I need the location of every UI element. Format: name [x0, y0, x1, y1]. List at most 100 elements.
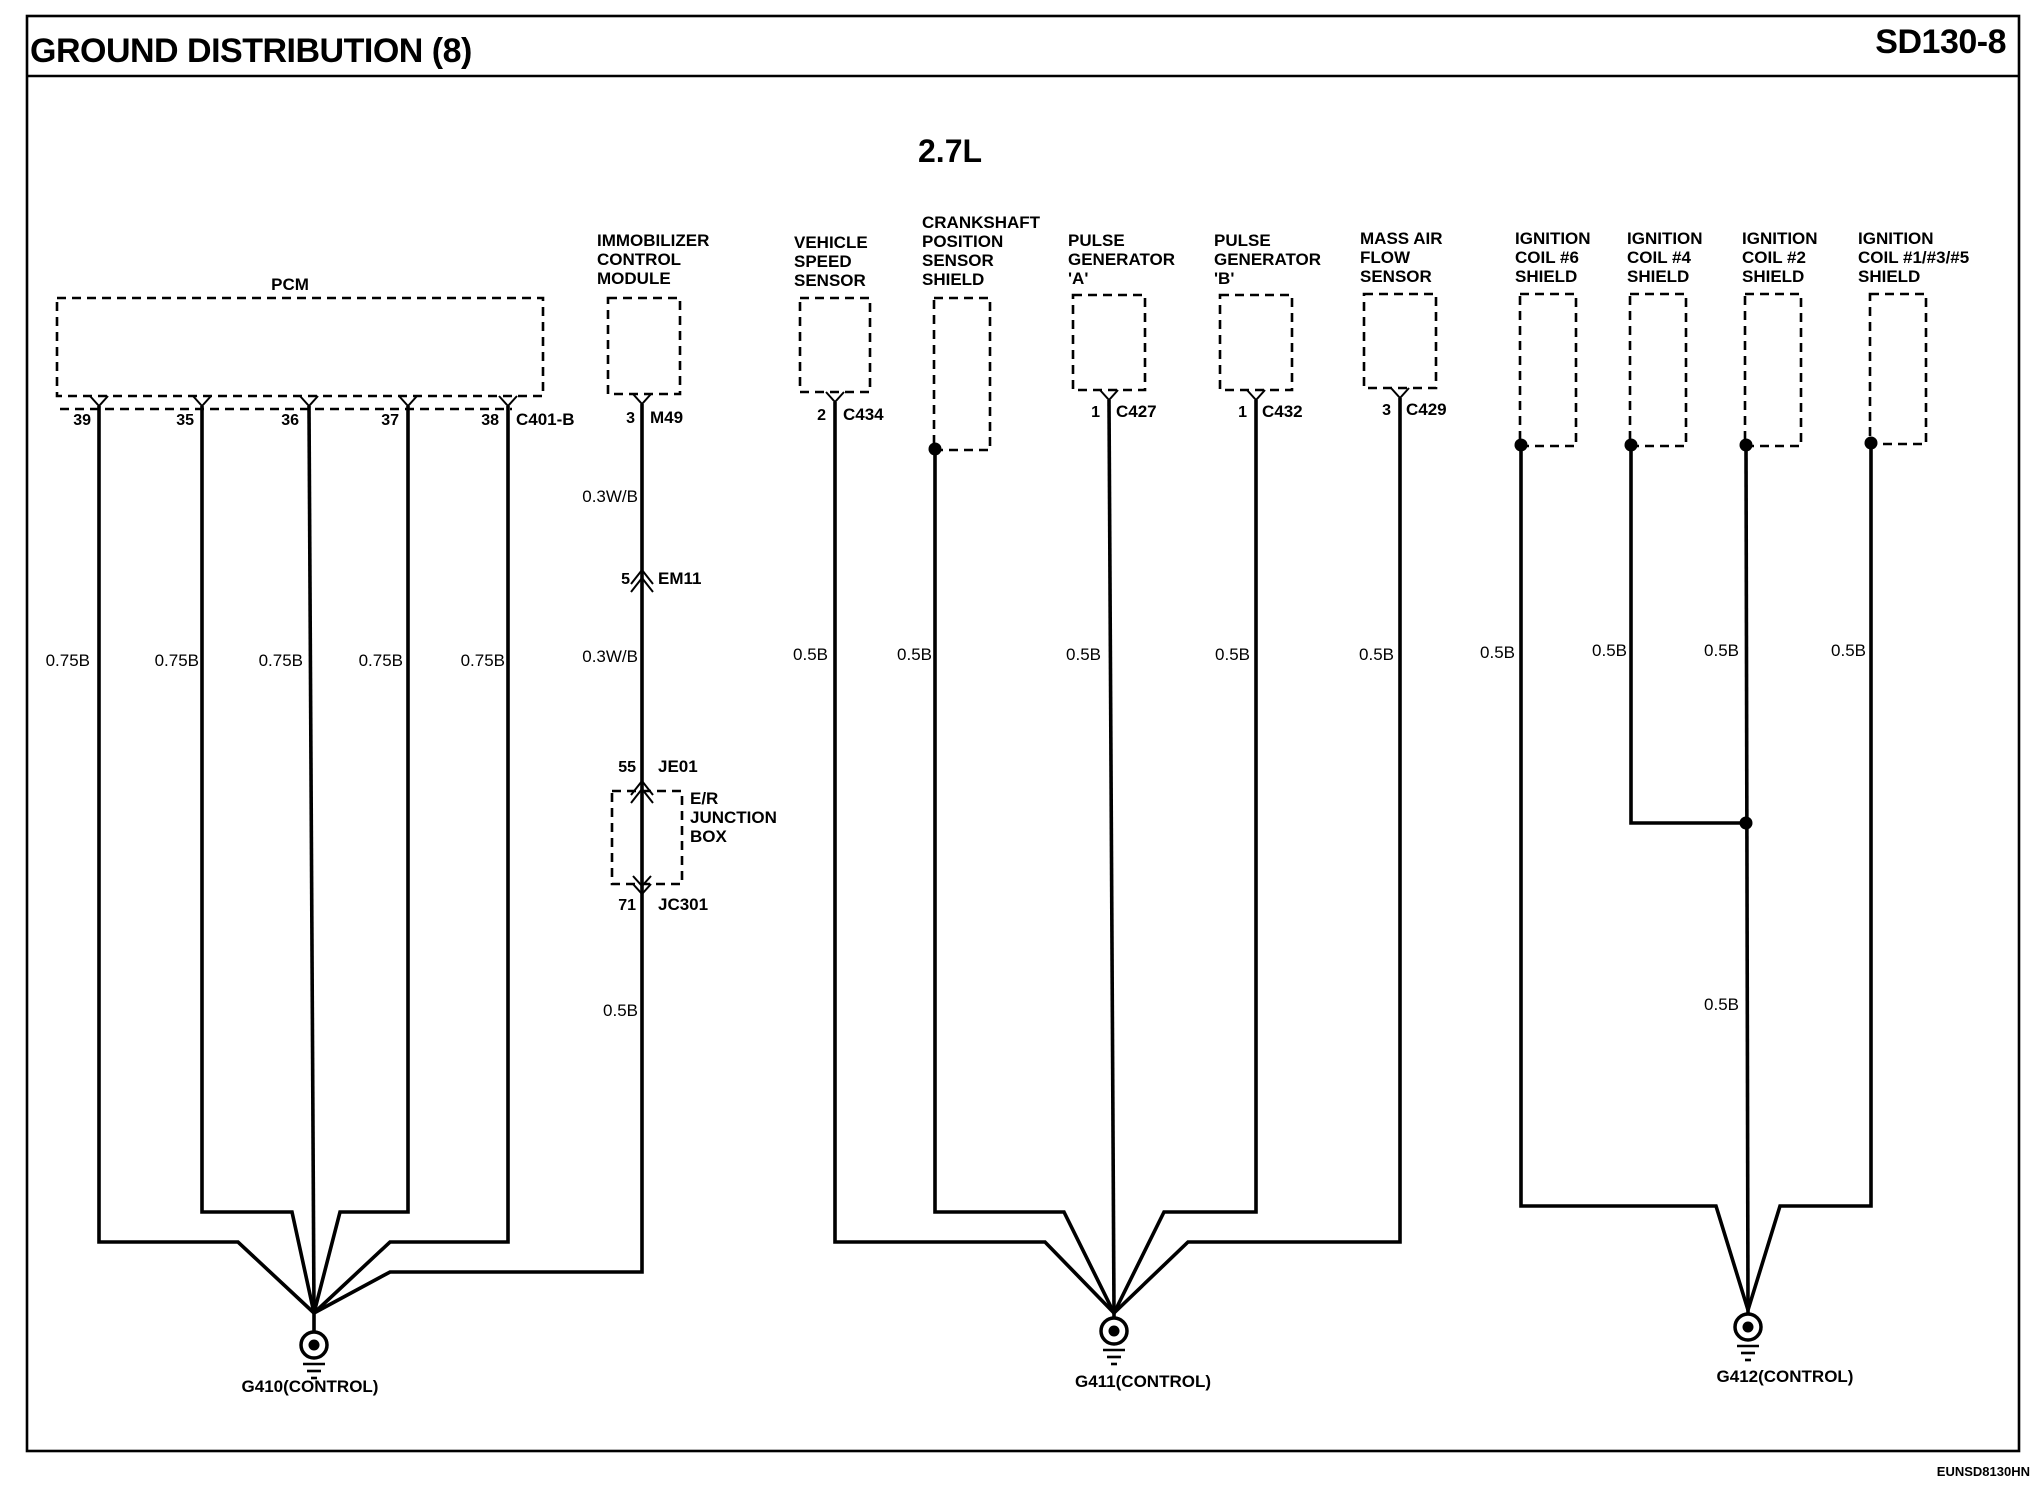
c434-pin: 2 — [817, 407, 826, 424]
vss-box — [798, 296, 872, 394]
c429-pin: 3 — [1382, 402, 1391, 419]
pga-box — [1071, 293, 1147, 392]
maf-box — [1362, 292, 1438, 390]
pcm-pin-37: 37 — [381, 412, 399, 429]
c429-connector-label: C429 — [1406, 400, 1447, 419]
ckp-wire — [933, 449, 1116, 1314]
maf-wire-label: 0.5B — [1359, 645, 1394, 664]
pcm-pin-36: 36 — [281, 412, 299, 429]
coil135-wire — [1746, 443, 1873, 1311]
je01-pin: 55 — [618, 759, 636, 776]
jc301-connector-icon — [632, 875, 652, 896]
immobilizer-wire — [313, 404, 644, 1315]
engine-variant-label: 2.7L — [918, 133, 982, 169]
pcm-box — [55, 296, 545, 398]
coil2-wire — [1744, 444, 1750, 1311]
junction-box — [610, 789, 684, 886]
pcm-wire-38 — [312, 406, 510, 1315]
g412-ground-label: G412(CONTROL) — [1717, 1367, 1854, 1386]
g412-ground-icon — [1733, 1306, 1763, 1362]
em11-connector-label: EM11 — [658, 569, 701, 588]
coil4-wire-label: 0.5B — [1592, 641, 1627, 660]
c401b-connector-label: C401-B — [516, 410, 575, 429]
g412-trunk-wire-label: 0.5B — [1704, 995, 1739, 1014]
pcm-wire-36 — [307, 405, 316, 1314]
ckp-shield-box — [932, 296, 992, 452]
ckp-wire-label: 0.5B — [897, 645, 932, 664]
imm-wire-upper-label: 0.3W/B — [582, 487, 638, 506]
g411-ground-icon — [1099, 1313, 1129, 1366]
pgb-box — [1218, 293, 1294, 392]
c432-pin: 1 — [1238, 404, 1247, 421]
imm-wire-mid-label: 0.3W/B — [582, 647, 638, 666]
pcm-wire-39 — [97, 406, 316, 1315]
jc301-pin: 71 — [618, 897, 636, 914]
vss-wire-label: 0.5B — [793, 645, 828, 664]
m49-pin: 3 — [626, 410, 635, 427]
m49-pin-icon — [632, 393, 652, 406]
pgb-wire — [1112, 400, 1258, 1314]
g410-ground-label: G410(CONTROL) — [242, 1377, 379, 1396]
coil2-shield-box — [1743, 292, 1803, 448]
c432-pin-icon — [1246, 389, 1266, 402]
coil135-shield-box — [1868, 292, 1928, 446]
pcm-pin-38: 38 — [481, 412, 499, 429]
pcm-label: PCM — [271, 275, 309, 294]
c427-pin: 1 — [1091, 404, 1100, 421]
jc301-connector-label: JC301 — [658, 895, 708, 914]
pcm-wire-35-label: 0.75B — [155, 651, 199, 670]
pga-wire-label: 0.5B — [1066, 645, 1101, 664]
coil2-wire-label: 0.5B — [1704, 641, 1739, 660]
g411-ground-label: G411(CONTROL) — [1075, 1372, 1211, 1391]
pcm-connector-pins — [89, 395, 518, 408]
coil4-wire — [1629, 445, 1745, 825]
c434-connector-label: C434 — [843, 405, 884, 424]
pcm-wire-37-label: 0.75B — [359, 651, 403, 670]
pcm-wire-39-label: 0.75B — [46, 651, 90, 670]
c429-pin-icon — [1390, 387, 1410, 400]
maf-wire — [1112, 398, 1402, 1315]
immobilizer-box — [606, 296, 682, 396]
je01-connector-label: JE01 — [658, 757, 698, 776]
pcm-wire-38-label: 0.75B — [461, 651, 505, 670]
m49-connector-label: M49 — [650, 408, 683, 427]
coil135-wire-label: 0.5B — [1831, 641, 1866, 660]
coil6-wire-label: 0.5B — [1480, 643, 1515, 662]
em11-connector-icon — [630, 568, 654, 593]
c427-pin-icon — [1099, 389, 1119, 402]
coil-join-splice-dot — [1739, 816, 1753, 830]
g410-ground-icon — [299, 1313, 329, 1380]
coil6-wire — [1519, 445, 1750, 1311]
pgb-wire-label: 0.5B — [1215, 645, 1250, 664]
imm-wire-lower-label: 0.5B — [603, 1001, 638, 1020]
coil4-shield-box — [1628, 292, 1688, 448]
footer-code: EUNSD8130HN — [1937, 1464, 2030, 1479]
c434-pin-icon — [825, 391, 845, 404]
diagram-code: SD130-8 — [1875, 23, 2006, 61]
em11-pin: 5 — [621, 571, 630, 588]
pcm-pin-35: 35 — [176, 412, 194, 429]
c427-connector-label: C427 — [1116, 402, 1157, 421]
pcm-pin-39: 39 — [73, 412, 91, 429]
pcm-wire-35 — [200, 406, 316, 1314]
pga-wire — [1107, 399, 1116, 1314]
diagram-frame — [25, 14, 2021, 1453]
diagram-title: GROUND DISTRIBUTION (8) — [30, 32, 472, 70]
c432-connector-label: C432 — [1262, 402, 1303, 421]
coil6-shield-box — [1518, 292, 1578, 448]
pcm-wire-36-label: 0.75B — [259, 651, 303, 670]
vss-wire — [833, 402, 1116, 1315]
pcm-wire-37 — [312, 406, 410, 1314]
